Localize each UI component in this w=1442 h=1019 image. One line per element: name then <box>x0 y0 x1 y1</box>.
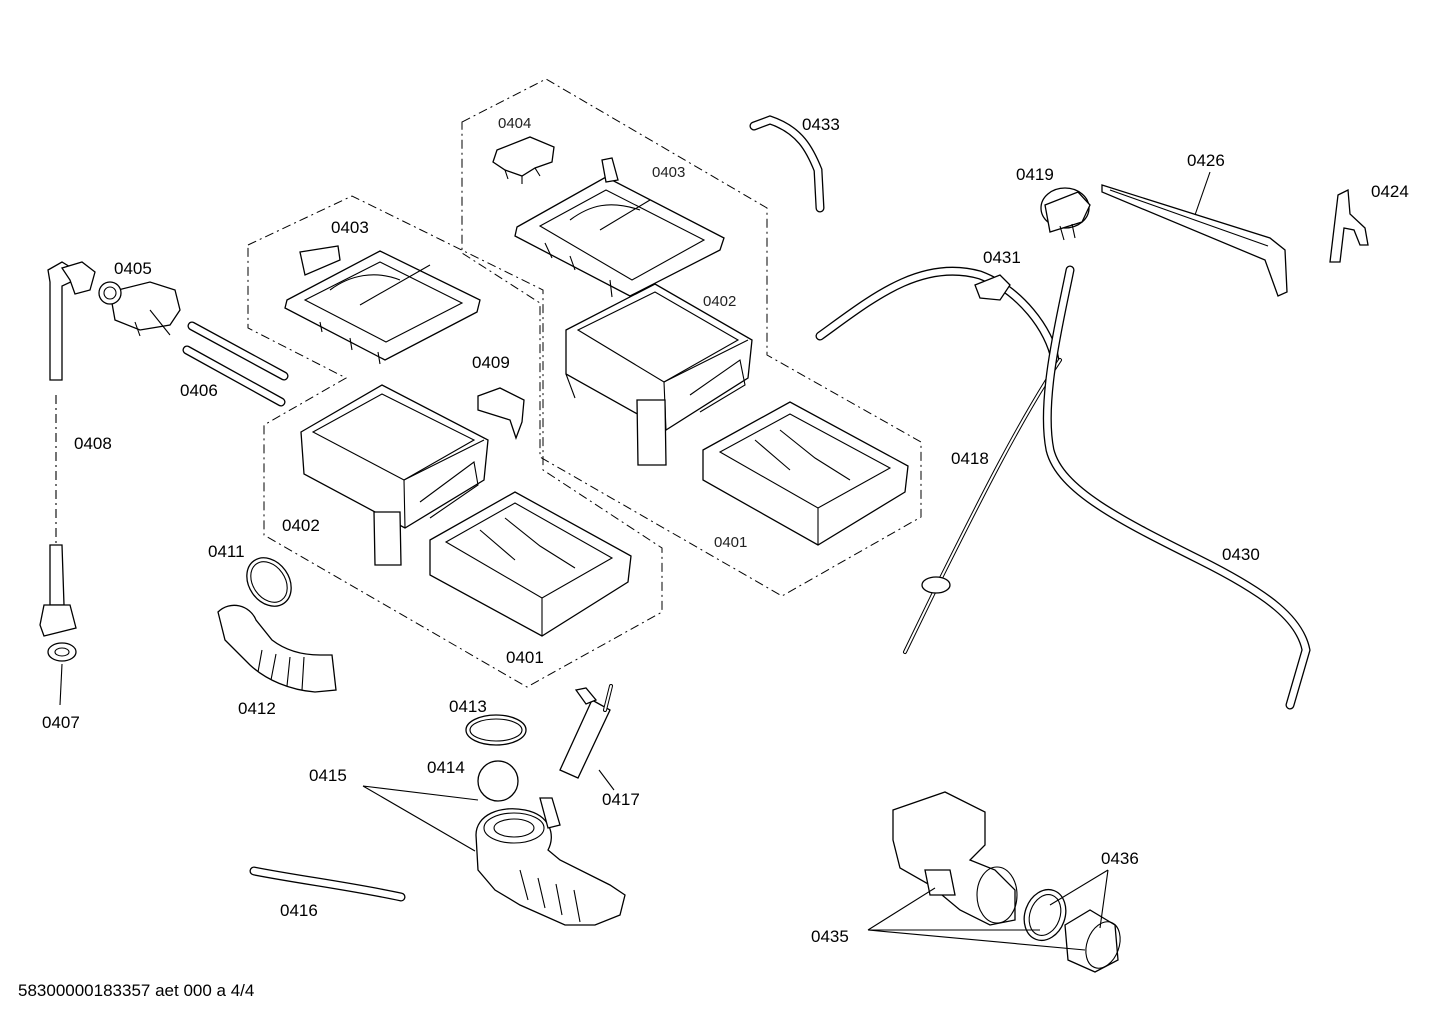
label-0409: 0409 <box>472 353 510 372</box>
label-0436: 0436 <box>1101 849 1139 868</box>
label-0419: 0419 <box>1016 165 1054 184</box>
part-0414-ball <box>477 760 519 802</box>
label-0402-left: 0402 <box>282 516 320 535</box>
label-0414: 0414 <box>427 758 465 777</box>
part-0418-wire <box>903 358 1062 654</box>
label-0424: 0424 <box>1371 182 1409 201</box>
part-0408-pipe <box>39 261 96 637</box>
label-0401-left: 0401 <box>506 648 544 667</box>
label-0404: 0404 <box>498 115 532 132</box>
part-0406-rods <box>182 321 289 407</box>
part-0401-drawer-left <box>429 491 632 637</box>
label-0416: 0416 <box>280 901 318 920</box>
part-0413-ring <box>465 714 527 746</box>
label-0401-right: 0401 <box>714 534 748 551</box>
label-0433: 0433 <box>802 115 840 134</box>
group-outlines <box>247 78 922 688</box>
label-0426: 0426 <box>1187 151 1225 170</box>
label-0413: 0413 <box>449 697 487 716</box>
part-0435-pump <box>892 791 1018 926</box>
label-0405: 0405 <box>114 259 152 278</box>
part-0412-bellows <box>217 604 337 693</box>
label-0403-left: 0403 <box>331 218 369 237</box>
label-0435: 0435 <box>811 927 849 946</box>
part-0407-washer <box>47 642 77 706</box>
part-0409-clip <box>477 387 525 440</box>
part-0424-clip <box>1329 188 1369 263</box>
part-0415-sump <box>475 797 626 926</box>
part-0402-tray-left <box>300 384 489 566</box>
part-0405-valve <box>98 281 181 337</box>
part-0417-sensor <box>559 684 613 779</box>
label-0412: 0412 <box>238 699 276 718</box>
part-0404-clip <box>492 136 555 184</box>
label-0408: 0408 <box>74 434 112 453</box>
leader-lines <box>362 171 1211 951</box>
part-0426-bracket <box>1101 184 1288 297</box>
part-0416-hose <box>249 866 406 902</box>
part-0401-drawer-right <box>702 401 909 546</box>
part-0402-tray-right <box>565 283 753 466</box>
part-0419-pressure-switch <box>1040 187 1091 241</box>
part-0430-hose <box>1042 265 1311 710</box>
part-0433-hose <box>749 115 825 213</box>
part-0431-hose <box>815 266 1060 365</box>
document-footer: 58300000183357 aet 000 a 4/4 <box>18 981 255 1000</box>
part-0436-filter <box>1023 888 1121 973</box>
label-0411: 0411 <box>208 542 245 561</box>
label-0407: 0407 <box>42 713 80 732</box>
label-0418: 0418 <box>951 449 989 468</box>
label-0417: 0417 <box>602 790 640 809</box>
part-0411-ring <box>246 557 292 607</box>
part-0403-cover-right <box>514 157 725 298</box>
label-0406: 0406 <box>180 381 218 400</box>
part-0403-cover-left <box>284 245 481 365</box>
label-0402-right: 0402 <box>703 293 737 310</box>
label-0415: 0415 <box>309 766 347 785</box>
label-0403-right: 0403 <box>652 164 686 181</box>
label-0431: 0431 <box>983 248 1021 267</box>
label-0430: 0430 <box>1222 545 1260 564</box>
